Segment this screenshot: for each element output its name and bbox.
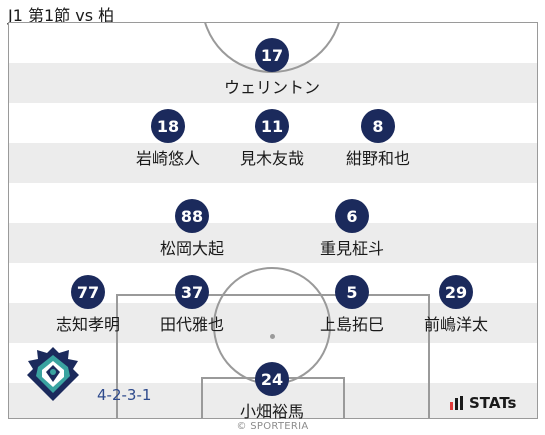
player-cb-right: 5 上島拓巳 [292,275,412,335]
player-number: 37 [175,275,209,309]
stats-brand: STATs [450,394,516,412]
penalty-spot [270,334,275,339]
player-name: 小畑裕馬 [239,402,304,421]
player-cb-left: 37 田代雅也 [132,275,252,335]
player-dm-left: 88 松岡大起 [132,199,252,259]
player-number: 8 [361,109,395,143]
player-number: 24 [255,362,289,396]
avispa-fukuoka-crest-icon [27,347,79,401]
player-number: 88 [175,199,209,233]
player-number: 6 [335,199,369,233]
player-name: 志知孝明 [55,315,120,334]
pitch-stripe [9,143,537,183]
page-title: J1 第1節 vs 柏 [8,6,115,25]
copyright-credit: © SPORTERIA [236,421,309,432]
player-name: 紺野和也 [345,149,410,168]
player-name: ウェリントン [223,78,320,97]
stats-label: STATs [469,394,517,412]
player-rb: 29 前嶋洋太 [396,275,516,335]
player-name: 前嶋洋太 [423,315,488,334]
player-dm-right: 6 重見柾斗 [292,199,412,259]
player-number: 77 [71,275,105,309]
player-name: 松岡大起 [159,239,224,258]
player-fw: 17 ウェリントン [212,38,332,98]
penalty-box [116,294,430,418]
player-name: 見木友哉 [239,149,304,168]
player-gk: 24 小畑裕馬 [212,362,332,422]
player-name: 田代雅也 [159,315,224,334]
player-name: 重見柾斗 [319,239,384,258]
player-number: 11 [255,109,289,143]
player-am-center: 11 見木友哉 [212,109,332,169]
player-number: 17 [255,38,289,72]
player-am-right: 8 紺野和也 [318,109,438,169]
player-number: 5 [335,275,369,309]
player-name: 上島拓巳 [319,315,384,334]
player-am-left: 18 岩崎悠人 [108,109,228,169]
player-name: 岩崎悠人 [135,149,200,168]
stats-bars-icon [450,396,463,410]
player-number: 29 [439,275,473,309]
player-number: 18 [151,109,185,143]
player-lb: 77 志知孝明 [28,275,148,335]
pitch-stripe [9,223,537,263]
formation-label: 4-2-3-1 [97,386,152,404]
